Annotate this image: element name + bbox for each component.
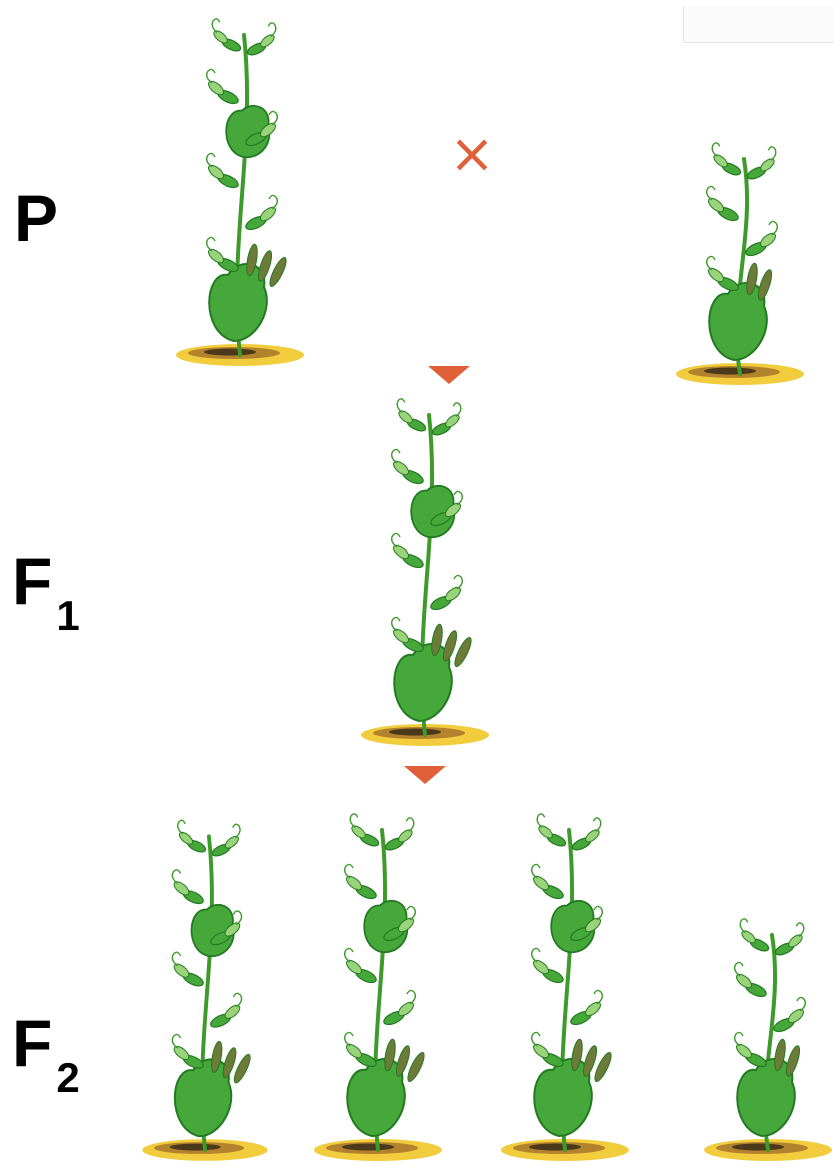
leaflet (391, 627, 411, 645)
leaflet (531, 874, 551, 892)
leaflet (712, 153, 730, 170)
leaflet (396, 1000, 416, 1018)
leaflet (212, 29, 230, 46)
leaflet (259, 33, 277, 50)
leaflet (786, 1007, 806, 1025)
cross-symbol: × (449, 122, 494, 185)
leaflet (734, 972, 754, 990)
label-first-filial-generation: F1 (12, 548, 80, 614)
pea-pod (756, 268, 774, 301)
soil-patch (704, 368, 756, 375)
leaflet (223, 1003, 242, 1021)
soil-patch (204, 349, 256, 356)
soil-patch (389, 729, 441, 736)
leaflet (344, 1042, 364, 1060)
leaflet (537, 824, 555, 841)
leaflet (344, 958, 364, 976)
plant-f1-tall-2 (361, 399, 489, 746)
label-f2-main: F (12, 1006, 52, 1080)
leaflet (397, 828, 415, 845)
label-second-filial-generation: F2 (12, 1010, 80, 1076)
leaflet (206, 163, 226, 181)
plant-f2-tall-3 (142, 820, 267, 1161)
leaflet (391, 459, 411, 477)
leaflet (206, 247, 226, 265)
leaflet (172, 1044, 191, 1062)
plants-layer (142, 19, 832, 1161)
label-p-main: P (14, 181, 58, 255)
leaflet (172, 962, 191, 980)
pea-pod (784, 1044, 802, 1077)
leaflet (344, 874, 364, 892)
leaflet (223, 834, 240, 850)
tendril (178, 820, 185, 834)
leaflet (172, 879, 191, 897)
leaflet (787, 933, 805, 950)
soil-patch (529, 1144, 581, 1151)
label-f1-main: F (12, 544, 52, 618)
plant-f2-tall-4 (314, 814, 442, 1161)
label-f2-subscript: 2 (56, 1054, 79, 1101)
plant-f2-tall-5 (501, 814, 629, 1161)
leaflet (759, 157, 777, 174)
leaflet (583, 1000, 603, 1018)
tendril (233, 824, 240, 838)
plant-p-tall-0 (176, 19, 304, 366)
soil-patch (342, 1144, 394, 1151)
leaflet (350, 824, 368, 841)
soil-patch (170, 1144, 221, 1151)
arrow-p-to-f1 (428, 366, 470, 384)
leaflet (740, 929, 758, 946)
plant-f2-short-6 (704, 919, 832, 1161)
leaflet (206, 79, 226, 97)
leaflet (531, 1042, 551, 1060)
plant-p-short-1 (676, 143, 804, 385)
arrow-f1-to-f2 (404, 766, 446, 784)
leaflet (706, 266, 726, 284)
leaflet (734, 1042, 754, 1060)
leaflet (758, 231, 778, 249)
leaflet (397, 409, 415, 426)
leaflet (584, 828, 602, 845)
leaflet (177, 830, 194, 846)
label-parental-generation: P (14, 185, 58, 251)
leaflet (444, 413, 462, 430)
leaflet (443, 585, 463, 603)
leaflet (531, 958, 551, 976)
label-f1-subscript: 1 (56, 592, 79, 639)
leaflet (706, 196, 726, 214)
leaflet (258, 205, 278, 223)
leaflet (391, 543, 411, 561)
soil-patch (732, 1144, 784, 1151)
